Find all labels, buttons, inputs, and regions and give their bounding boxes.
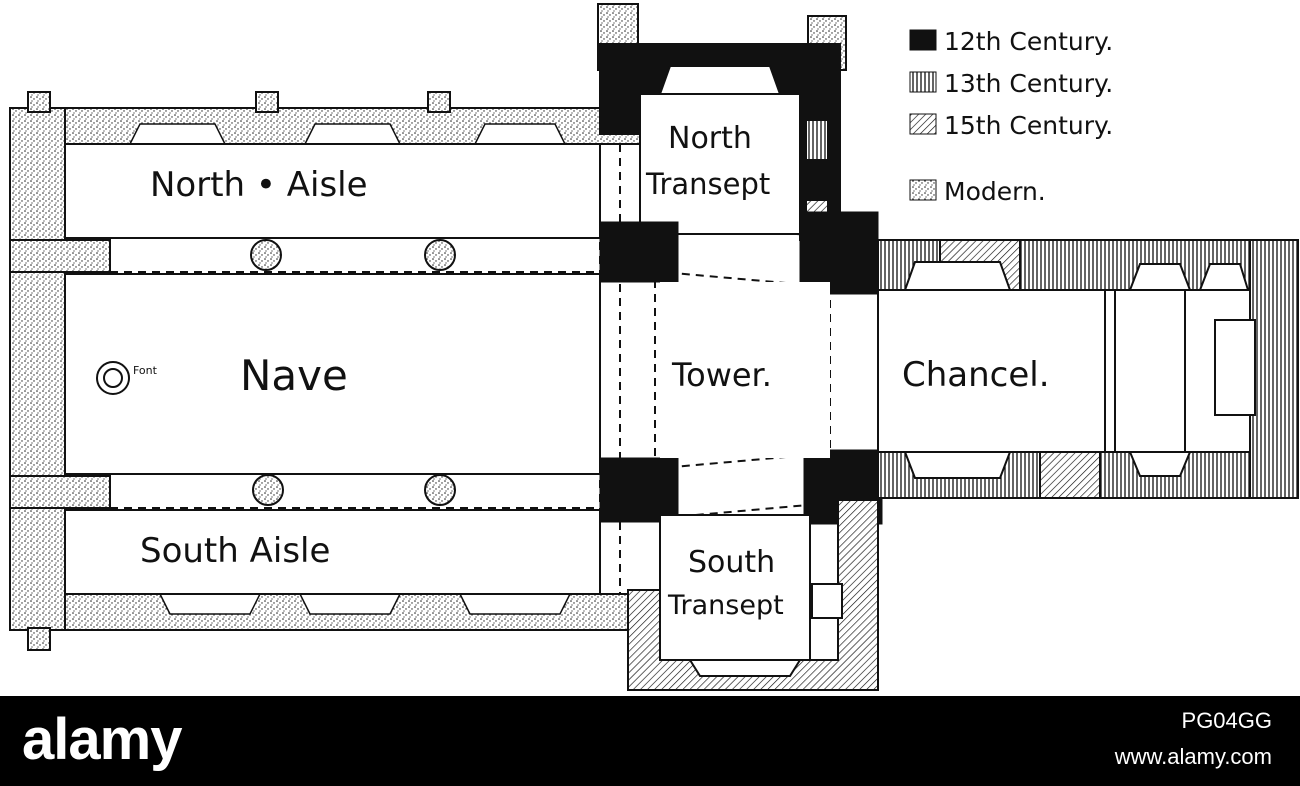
legend-swatch-15th: [909, 113, 937, 135]
legend-swatch-13th: [909, 71, 937, 93]
floor-plan-area: North • Aisle Nave Font South Aisle Nort…: [9, 3, 1299, 691]
pillars: [250, 239, 456, 506]
label-font: Font: [133, 364, 158, 377]
legend-label-13th: 13th Century.: [944, 69, 1113, 98]
label-north-transept-1: North: [668, 121, 752, 156]
label-north-transept-2: Transept: [645, 167, 770, 201]
site-url: www.alamy.com: [1114, 744, 1272, 769]
label-tower: Tower.: [671, 356, 772, 394]
legend-label-modern: Modern.: [944, 177, 1046, 206]
interior-spaces: [64, 143, 601, 595]
legend-swatch-12th: [909, 29, 937, 51]
label-south-transept-2: Transept: [667, 590, 784, 621]
church-floor-plan: North • Aisle Nave Font South Aisle Nort…: [9, 3, 1299, 691]
label-south-aisle: South Aisle: [140, 531, 330, 571]
south-transept-walls: [627, 499, 879, 691]
chancel-walls: [877, 239, 1299, 499]
label-nave: Nave: [240, 351, 348, 400]
label-south-transept-1: South: [688, 545, 775, 580]
tower-space: [660, 282, 830, 458]
watermark-footer: alamy PG04GG www.alamy.com: [0, 696, 1300, 786]
label-north-aisle: North • Aisle: [150, 165, 368, 205]
brand-logo: alamy: [22, 707, 182, 772]
label-chancel: Chancel.: [902, 355, 1050, 395]
legend-label-12th: 12th Century.: [944, 27, 1113, 56]
legend-swatch-modern: [909, 179, 937, 201]
legend-label-15th: 15th Century.: [944, 111, 1113, 140]
legend: 12th Century. 13th Century. 15th Century…: [909, 27, 1113, 206]
image-id: PG04GG: [1181, 708, 1272, 733]
font-icon: [96, 361, 130, 395]
